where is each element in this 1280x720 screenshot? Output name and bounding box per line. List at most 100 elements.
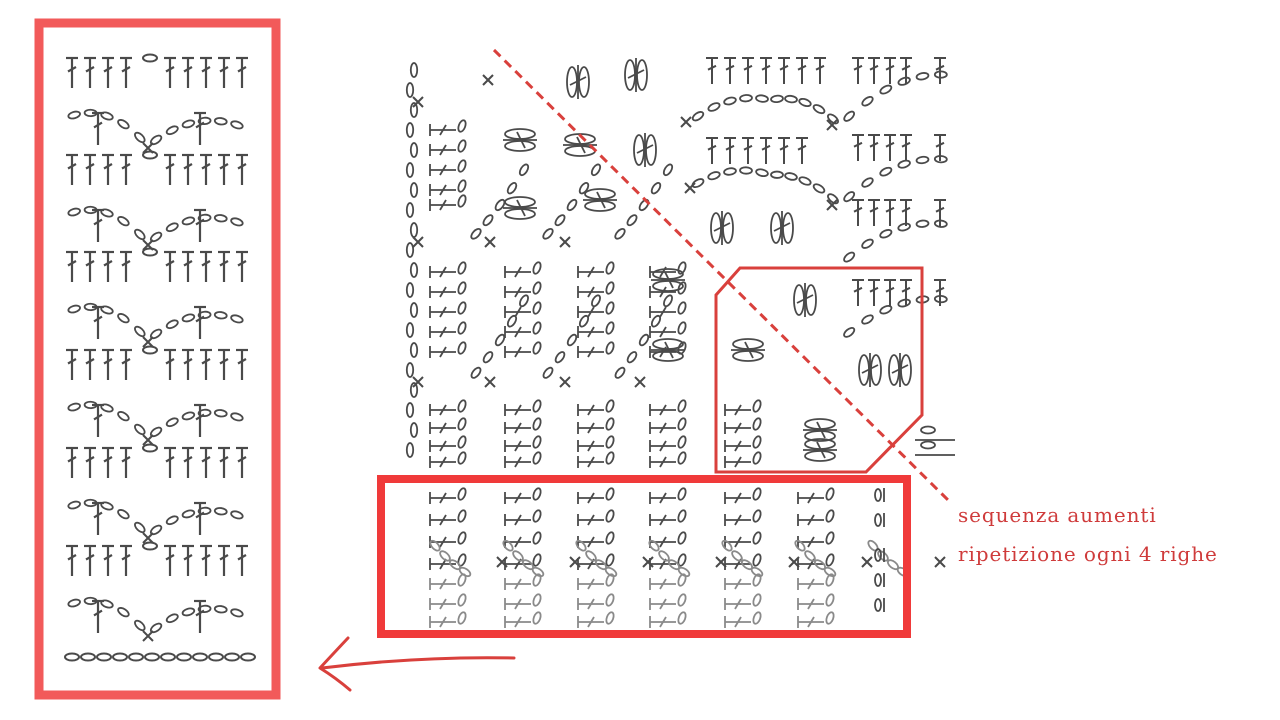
double-crochet-symbol	[760, 57, 772, 84]
double-crochet-symbol	[194, 403, 206, 437]
horizontal-double-crochet	[797, 531, 835, 548]
arrow-left-icon	[318, 636, 516, 692]
double-crochet-symbol	[92, 111, 104, 145]
horizontal-double-crochet	[429, 531, 467, 548]
double-crochet-symbol	[194, 501, 206, 535]
double-crochet-symbol	[164, 153, 176, 185]
horizontal-double-crochet	[797, 573, 835, 590]
cluster-symbol	[503, 196, 537, 220]
double-crochet-symbol	[200, 153, 212, 185]
double-crochet-symbol	[934, 199, 946, 226]
double-crochet-symbol	[92, 599, 104, 633]
chain-arc	[470, 294, 529, 379]
single-crochet-symbol	[412, 96, 424, 108]
chain-arc	[614, 163, 674, 240]
double-crochet-symbol	[868, 279, 880, 306]
single-crochet-symbol	[142, 630, 154, 642]
horizontal-double-crochet	[649, 399, 687, 416]
double-crochet-symbol	[884, 57, 896, 84]
double-crochet-symbol	[84, 153, 96, 185]
right-edge-stitch	[915, 440, 955, 456]
horizontal-double-crochet	[577, 593, 615, 610]
chain-arc	[67, 498, 146, 534]
double-crochet-symbol	[218, 348, 230, 380]
horizontal-double-crochet	[649, 487, 687, 504]
double-crochet-symbol	[852, 279, 864, 306]
double-crochet-symbol	[796, 57, 808, 84]
horizontal-double-crochet	[649, 281, 687, 298]
horizontal-double-crochet	[724, 417, 762, 434]
double-crochet-symbol	[164, 446, 176, 478]
double-crochet-symbol	[218, 153, 230, 185]
double-crochet-symbol	[852, 57, 864, 84]
horizontal-double-crochet	[429, 573, 467, 590]
row-end-marks	[874, 488, 885, 612]
horizontal-double-crochet	[504, 531, 542, 548]
horizontal-double-crochet	[577, 451, 615, 468]
horizontal-double-crochet	[429, 281, 467, 298]
double-crochet-symbol	[92, 208, 104, 242]
horizontal-double-crochet	[724, 573, 762, 590]
horizontal-double-crochet	[577, 487, 615, 504]
chain-stitch	[142, 247, 158, 257]
single-crochet-symbol	[569, 556, 581, 568]
horizontal-double-crochet	[577, 417, 615, 434]
single-crochet-symbol	[142, 532, 154, 544]
double-crochet-symbol	[120, 56, 132, 88]
double-crochet-symbol	[724, 137, 736, 164]
double-crochet-symbol	[884, 134, 896, 161]
single-crochet-symbol	[142, 434, 154, 446]
double-crochet-symbol	[236, 348, 248, 380]
caption-repeat-rows: ripetizione ogni 4 righe	[958, 542, 1218, 566]
single-crochet-symbol	[412, 236, 424, 248]
double-crochet-symbol	[182, 348, 194, 380]
horizontal-double-crochet	[504, 321, 542, 338]
single-crochet-symbol	[826, 119, 838, 131]
chain-arc	[149, 310, 244, 340]
left-edge-chains	[405, 62, 419, 458]
double-crochet-symbol	[200, 446, 212, 478]
double-crochet-symbol	[194, 208, 206, 242]
single-crochet-symbol	[484, 236, 496, 248]
horizontal-double-crochet	[577, 341, 615, 358]
double-crochet-symbol	[814, 57, 826, 84]
corner-stitch-chart	[405, 57, 955, 628]
horizontal-double-crochet	[649, 611, 687, 628]
single-crochet-symbol	[934, 556, 946, 568]
horizontal-double-crochet	[504, 301, 542, 318]
horizontal-double-crochet	[649, 261, 687, 278]
double-crochet-symbol	[102, 446, 114, 478]
horizontal-double-crochet	[429, 321, 467, 338]
horizontal-double-crochet	[504, 435, 542, 452]
zoomed-stitch-strip	[34, 18, 281, 700]
horizontal-double-crochet	[649, 435, 687, 452]
chain-arc	[843, 70, 948, 122]
chain-stitch	[142, 150, 158, 160]
horizontal-double-crochet	[649, 593, 687, 610]
single-crochet-symbol	[559, 236, 571, 248]
chain-arc	[542, 163, 602, 240]
double-crochet-symbol	[120, 544, 132, 576]
dashed-diagonal-line	[492, 48, 950, 502]
horizontal-double-crochet	[649, 321, 687, 338]
horizontal-double-crochet	[577, 321, 615, 338]
chain-arc	[691, 166, 769, 189]
chain-arc	[575, 539, 618, 578]
horizontal-double-crochet	[429, 451, 467, 468]
double-crochet-symbol	[102, 544, 114, 576]
cluster-symbol	[803, 418, 837, 442]
double-crochet-symbol	[900, 57, 912, 84]
double-crochet-symbol	[778, 57, 790, 84]
double-crochet-symbol	[236, 446, 248, 478]
horizontal-double-crochet	[649, 301, 687, 318]
strip-stitches	[64, 53, 256, 662]
chain-arc	[502, 539, 545, 578]
double-crochet-symbol	[194, 599, 206, 633]
double-crochet-symbol	[218, 544, 230, 576]
horizontal-double-crochet	[429, 399, 467, 416]
horizontal-double-crochet	[649, 531, 687, 548]
horizontal-double-crochet	[577, 261, 615, 278]
caption-increase-sequence: sequenza aumenti	[958, 503, 1157, 527]
double-crochet-symbol	[868, 57, 880, 84]
double-crochet-symbol	[164, 348, 176, 380]
